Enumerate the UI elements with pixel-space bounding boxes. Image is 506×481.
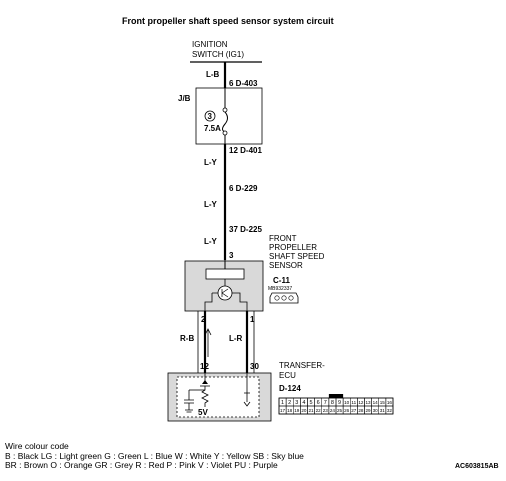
sensor-element-rect [205,268,245,280]
sensor-connector-pin-1 [274,295,280,301]
wire-color-6: L-R [229,334,243,343]
ecu-connector-pin-label: 13 [366,400,372,405]
wire-color-3: L-Y [204,200,218,209]
figure-id: AC603815AB [455,463,499,470]
ecu-connector-pin-label: 14 [373,400,379,405]
ecu-connector-pin-label: 29 [366,408,372,413]
ecu-connector-pin-label: 9 [338,400,341,406]
wire-color-4: L-Y [204,237,218,246]
transistor-symbol [221,288,229,298]
ecu-connector-pin-label: 18 [287,408,293,413]
ecu-connector-pin-label: 8 [331,400,334,406]
ecu-connector-pin-label: 22 [316,408,322,413]
ecu-connector-pin-label: 24 [330,408,336,413]
ecu-ground-icon [185,403,193,413]
ignition-switch-label-2: SWITCH (IG1) [192,50,244,59]
fuse-icon [222,111,228,133]
ecu-connector-pin-label: 12 [358,400,364,405]
wire-color-2: L-Y [204,158,218,167]
ecu-connector-pin-label: 32 [387,408,393,413]
legend-heading: Wire colour code [5,441,69,451]
fuse-terminal-bottom [222,130,228,136]
fuse-rating: 7.5A [204,124,221,133]
ecu-connector-pin-label: 30 [373,408,379,413]
ecu-connector-pin-label: 10 [344,400,350,405]
ecu-connector-pin-label: 4 [302,400,305,406]
sensor-pin-left: 2 [201,315,206,324]
wire-color-1: L-B [206,70,220,79]
diagram-title: Front propeller shaft speed sensor syste… [122,16,334,26]
ecu-connector-pin-label: 16 [387,400,393,405]
ecu-name-2: ECU [279,371,296,380]
sensor-internal-right [232,292,248,311]
ecu-connector-pin-label: 26 [344,408,350,413]
ecu-name-1: TRANSFER- [279,361,325,370]
ecu-connector-pin-label: 3 [295,400,298,406]
transistor-icon [217,285,233,301]
ecu-connector-id: D-124 [279,384,301,393]
sensor-part-no: MB932337 [268,286,292,292]
ecu-connector-pin-label: 31 [380,408,386,413]
ecu-diode-icon [202,380,208,384]
sensor-name-2: PROPELLER [269,243,317,252]
ecu-connector-pin-label: 2 [288,400,291,406]
ecu-connector-pin-label: 20 [301,408,307,413]
ecu-connector-pin-label: 27 [351,408,357,413]
sensor-pin-right: 1 [250,315,255,324]
ecu-connector-pin-label: 11 [351,400,356,405]
fuse-terminal-top [222,107,228,113]
ecu-connector-pin-label: 21 [309,408,315,413]
ecu-connector-pin-label: 19 [294,408,300,413]
ecu-connector-latch [328,394,344,398]
ecu-connector-pin-label: 17 [280,408,286,413]
ecu-connector-pin-label: 1 [281,400,284,406]
ecu-connector-pin-label: 28 [358,408,364,413]
ecu-connector-pin-label: 25 [337,408,343,413]
sensor-name-1: FRONT [269,234,297,243]
fuse-number-circle [204,110,216,122]
sensor-connector-pin-2 [281,295,287,301]
sensor-internal-left [204,292,218,311]
ignition-switch-label-1: IGNITION [192,40,228,49]
sensor-name-4: SENSOR [269,261,303,270]
sensor-pin-top: 3 [229,251,234,260]
connector-d229: 6 D-229 [229,184,258,193]
sensor-name-3: SHAFT SPEED [269,252,325,261]
fuse-number: 3 [208,112,213,121]
legend-row-1: B : Black LG : Light green G : Green L :… [5,451,304,461]
ecu-connector-pin-label: 5 [310,400,313,406]
connector-d403: 6 D-403 [229,79,258,88]
wire-color-5: R-B [180,334,194,343]
ecu-input-icon [243,392,251,407]
connector-d225: 37 D-225 [229,225,262,234]
ecu-connector-cell [385,405,394,415]
sensor-connector-pin-3 [288,295,294,301]
ecu-pin-right: 30 [250,362,259,371]
ecu-connector-pin-label: 15 [380,400,386,405]
sensor-connector-id: C-11 [273,276,290,285]
ecu-connector-pin-label: 7 [324,400,327,406]
ecu-pin-left: 12 [200,362,209,371]
connector-d401: 12 D-401 [229,146,262,155]
ecu-connector-pin-label: 23 [323,408,329,413]
signal-arrow-head [204,328,212,336]
legend-row-2: BR : Brown O : Orange GR : Grey R : Red … [5,460,278,470]
ecu-supply-voltage: 5V [198,408,208,417]
ecu-connector-pin-label: 6 [317,400,320,406]
jb-label: J/B [178,94,191,103]
